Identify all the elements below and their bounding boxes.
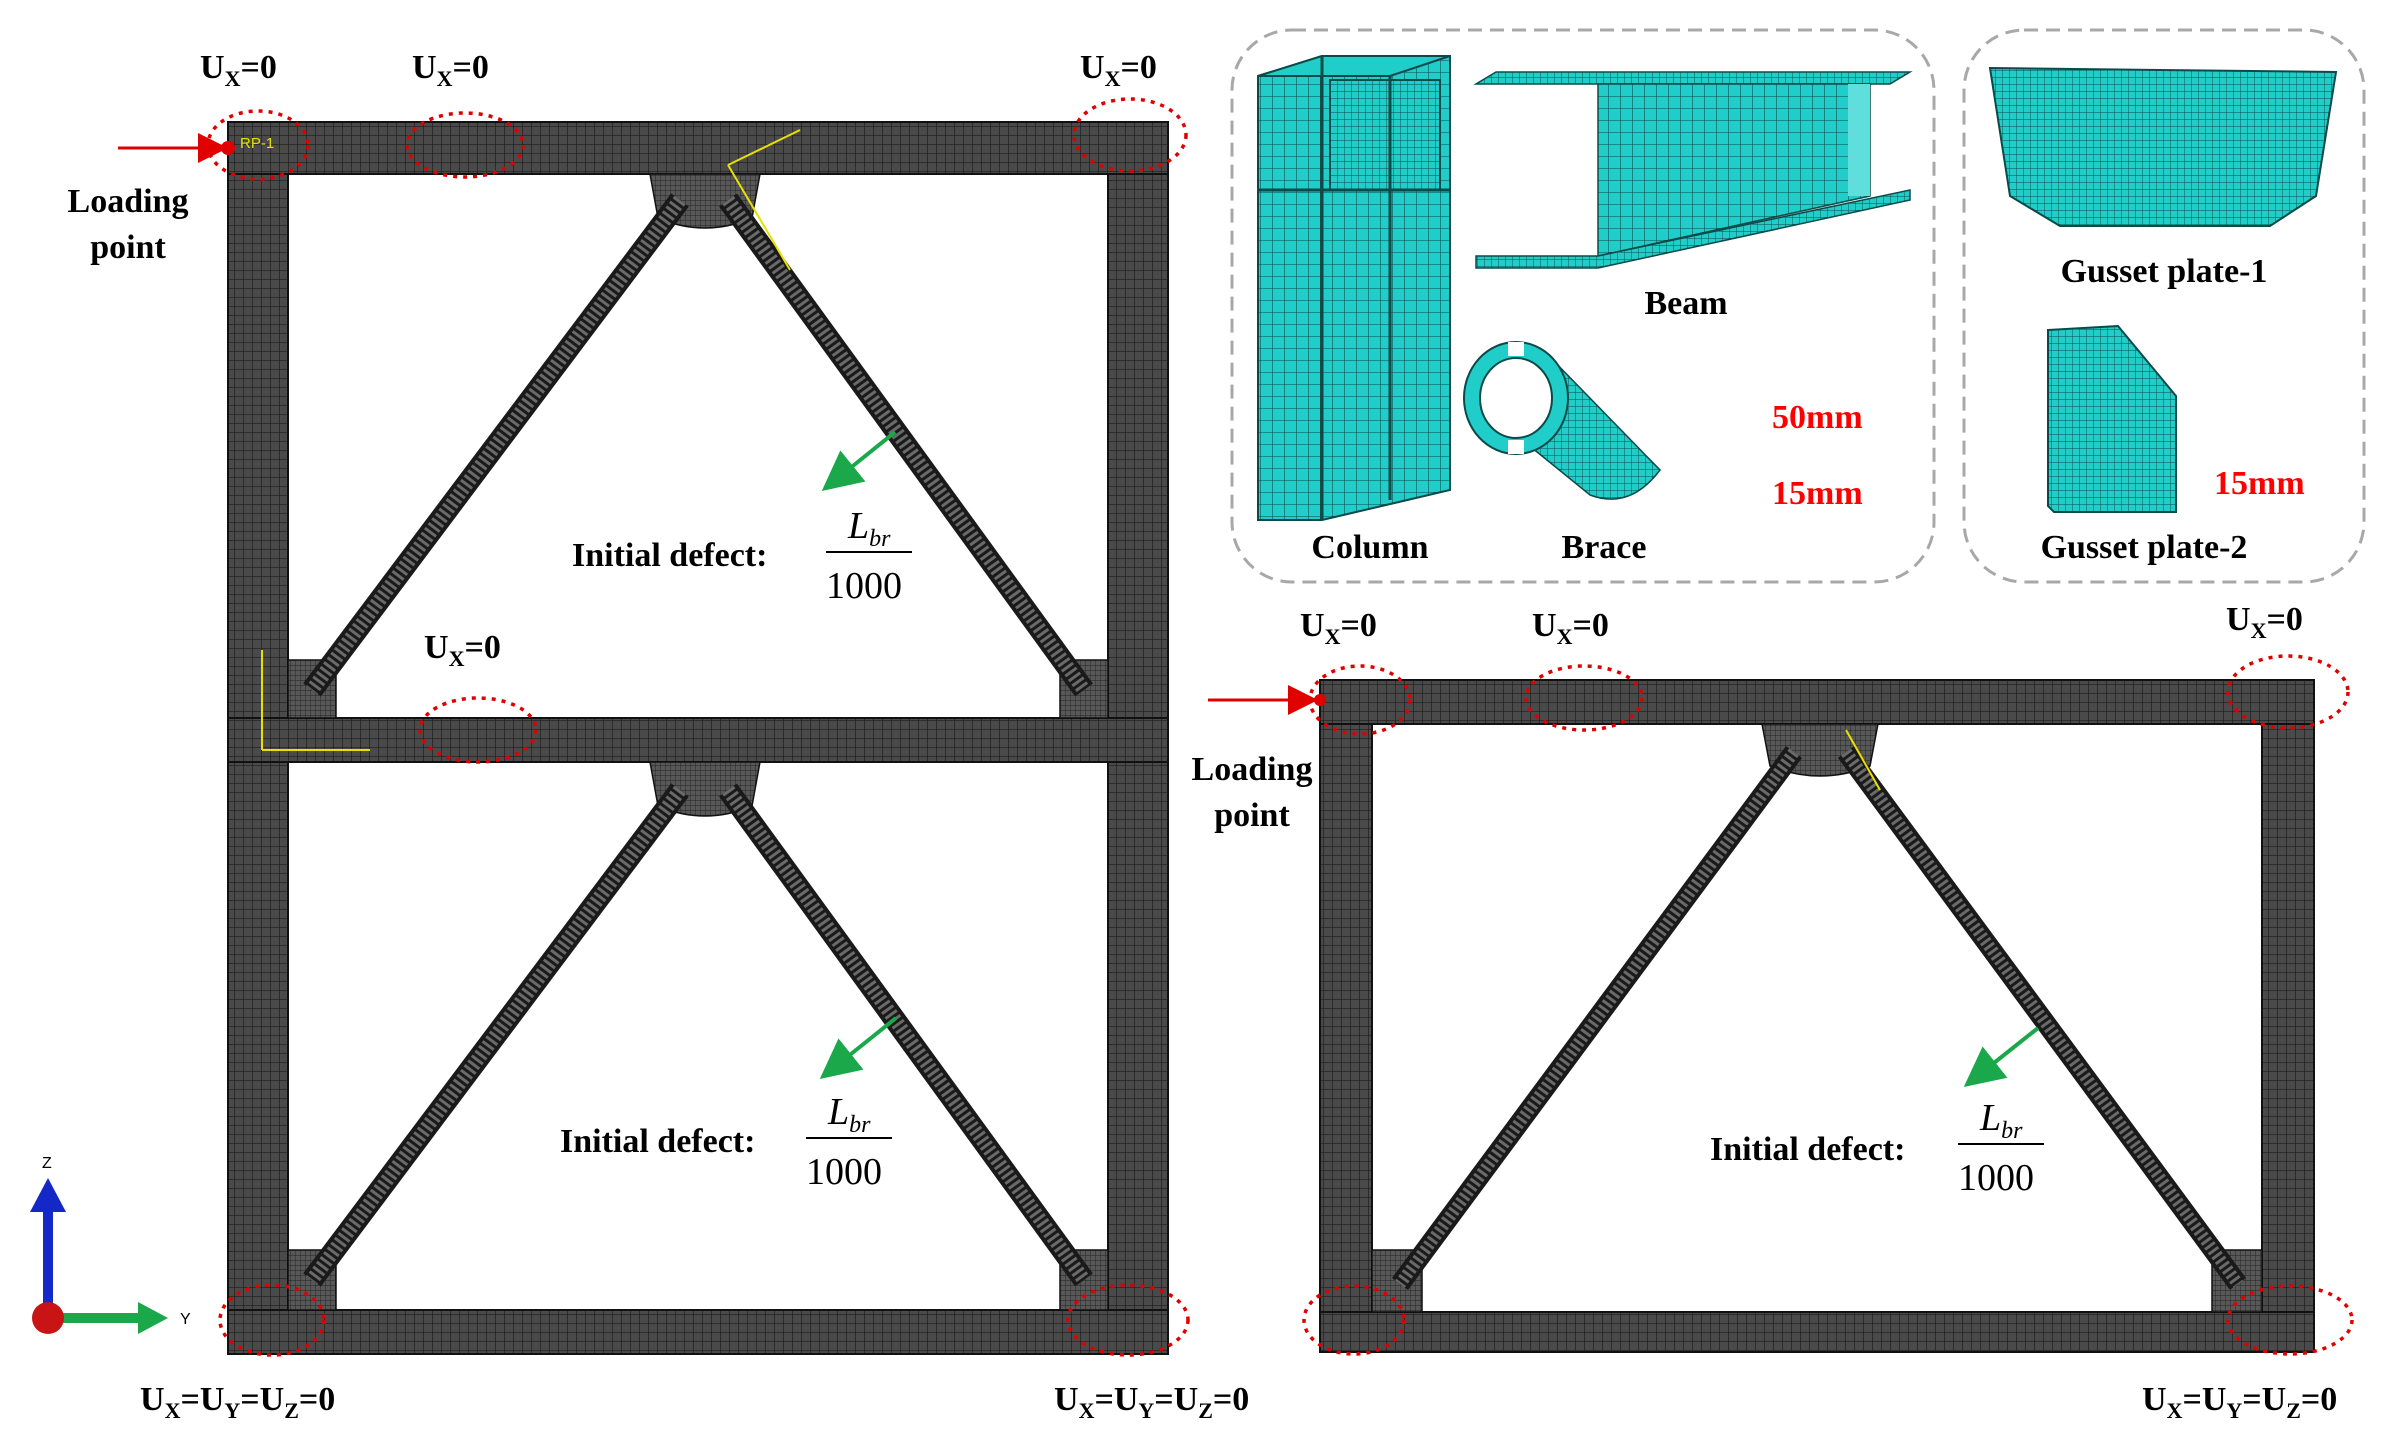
panel-border	[1230, 28, 1936, 584]
beam-mesh	[1473, 71, 1913, 269]
brace	[306, 785, 686, 1285]
ux-label: UX=0	[1080, 49, 1157, 91]
z-axis-label: Z	[42, 1155, 52, 1172]
boundary-marker	[1072, 97, 1188, 173]
beam-label: Beam	[1644, 285, 1727, 322]
parts-panel-2: Gusset plate-1 Gusset plate-2 15mm	[1962, 28, 2366, 584]
brace	[722, 195, 1090, 695]
panel-border	[1962, 28, 2366, 584]
boundary-marker	[1524, 664, 1644, 732]
boundary-labels: UX=0 UX=0 UX=0 UX=0 UX=UY=UZ=0 UX=UY=UZ=…	[140, 49, 1249, 1423]
ux-label: UX=0	[412, 49, 489, 91]
boundary-markers	[1302, 654, 2354, 1356]
boundary-marker	[2226, 654, 2350, 730]
parts-panel-1: Column Beam Brace 50mm 15mm	[1230, 28, 1936, 584]
defect-arrow	[819, 1016, 898, 1079]
column-mesh	[1257, 55, 1451, 521]
fixed-support-label: UX=UY=UZ=0	[140, 1381, 335, 1423]
boundary-marker	[1302, 1284, 1406, 1356]
left-column	[1319, 679, 1373, 1353]
axis-triad: Z Y	[30, 1155, 191, 1334]
initial-defect-label: Initial defect:	[560, 1123, 755, 1160]
bottom-beam	[227, 1309, 1169, 1355]
right-column	[2261, 679, 2315, 1353]
brace-label: Brace	[1562, 529, 1647, 566]
brace	[1395, 748, 1799, 1288]
defect-arrow	[1963, 1026, 2040, 1087]
boundary-marker	[405, 111, 525, 179]
brace	[306, 195, 686, 695]
defect-fraction-denominator: 1000	[1958, 1157, 2034, 1199]
ux-label: UX=0	[1532, 607, 1609, 649]
x-axis-dot	[32, 1302, 64, 1334]
defect-fraction-numerator: Lbr	[1979, 1097, 2023, 1144]
initial-defect-label: Initial defect:	[572, 537, 767, 574]
top-beam	[1319, 679, 2315, 725]
bottom-beam	[1319, 1311, 2315, 1353]
boundary-marker	[206, 109, 310, 181]
initial-defect-label: Initial defect:	[1710, 1131, 1905, 1168]
boundary-marker	[2226, 1284, 2354, 1356]
brace-mesh	[1463, 341, 1661, 500]
defect-fraction-denominator: 1000	[806, 1151, 882, 1193]
defect-fraction-numerator: Lbr	[847, 505, 891, 552]
brace	[722, 785, 1090, 1285]
gusset-plate-1-mesh	[1988, 66, 2338, 227]
defect-fraction-denominator: 1000	[826, 565, 902, 607]
gusset-plate-2-label: Gusset plate-2	[2041, 529, 2248, 566]
loading-point-dot	[1314, 694, 1326, 706]
y-axis-head	[138, 1302, 168, 1334]
boundary-marker	[218, 1283, 326, 1357]
loading-point-label: Loading	[68, 183, 189, 220]
mesh-size-label: 15mm	[1772, 475, 1863, 512]
loading-point-label: point	[1214, 797, 1290, 834]
one-storey-frame	[1319, 679, 2315, 1353]
mesh-size-label: 15mm	[2214, 465, 2305, 502]
loading-point-dot	[221, 141, 235, 155]
ux-label: UX=0	[2226, 601, 2303, 643]
boundary-markers	[206, 97, 1190, 1357]
ux-label: UX=0	[1300, 607, 1377, 649]
local-axis	[1845, 729, 1881, 791]
middle-beam	[227, 717, 1169, 763]
y-axis-label: Y	[180, 1311, 191, 1328]
loading-point-label: Loading	[1192, 751, 1313, 788]
fixed-support-label: UX=UY=UZ=0	[1054, 1381, 1249, 1423]
local-axis	[727, 164, 791, 271]
loading-point-label: point	[90, 229, 166, 266]
column-label: Column	[1311, 529, 1428, 566]
boundary-marker	[418, 696, 538, 764]
mesh-size-label: 50mm	[1772, 399, 1863, 436]
defect-arrow	[821, 430, 897, 492]
two-storey-frame: RP-1	[227, 121, 1169, 1355]
top-beam	[227, 121, 1169, 175]
fixed-support-label: UX=UY=UZ=0	[2142, 1381, 2337, 1423]
local-axis	[727, 129, 801, 166]
boundary-marker	[1308, 664, 1412, 736]
rp-label: RP-1	[240, 135, 274, 152]
gusset-plate-2-mesh	[2047, 324, 2177, 513]
ux-label: UX=0	[200, 49, 277, 91]
defect-fraction-numerator: Lbr	[827, 1091, 871, 1138]
brace	[1841, 748, 2243, 1288]
ux-label: UX=0	[424, 629, 501, 671]
gusset-plate-1-label: Gusset plate-1	[2061, 253, 2268, 290]
boundary-marker	[1066, 1283, 1190, 1357]
z-axis-head	[30, 1178, 66, 1212]
